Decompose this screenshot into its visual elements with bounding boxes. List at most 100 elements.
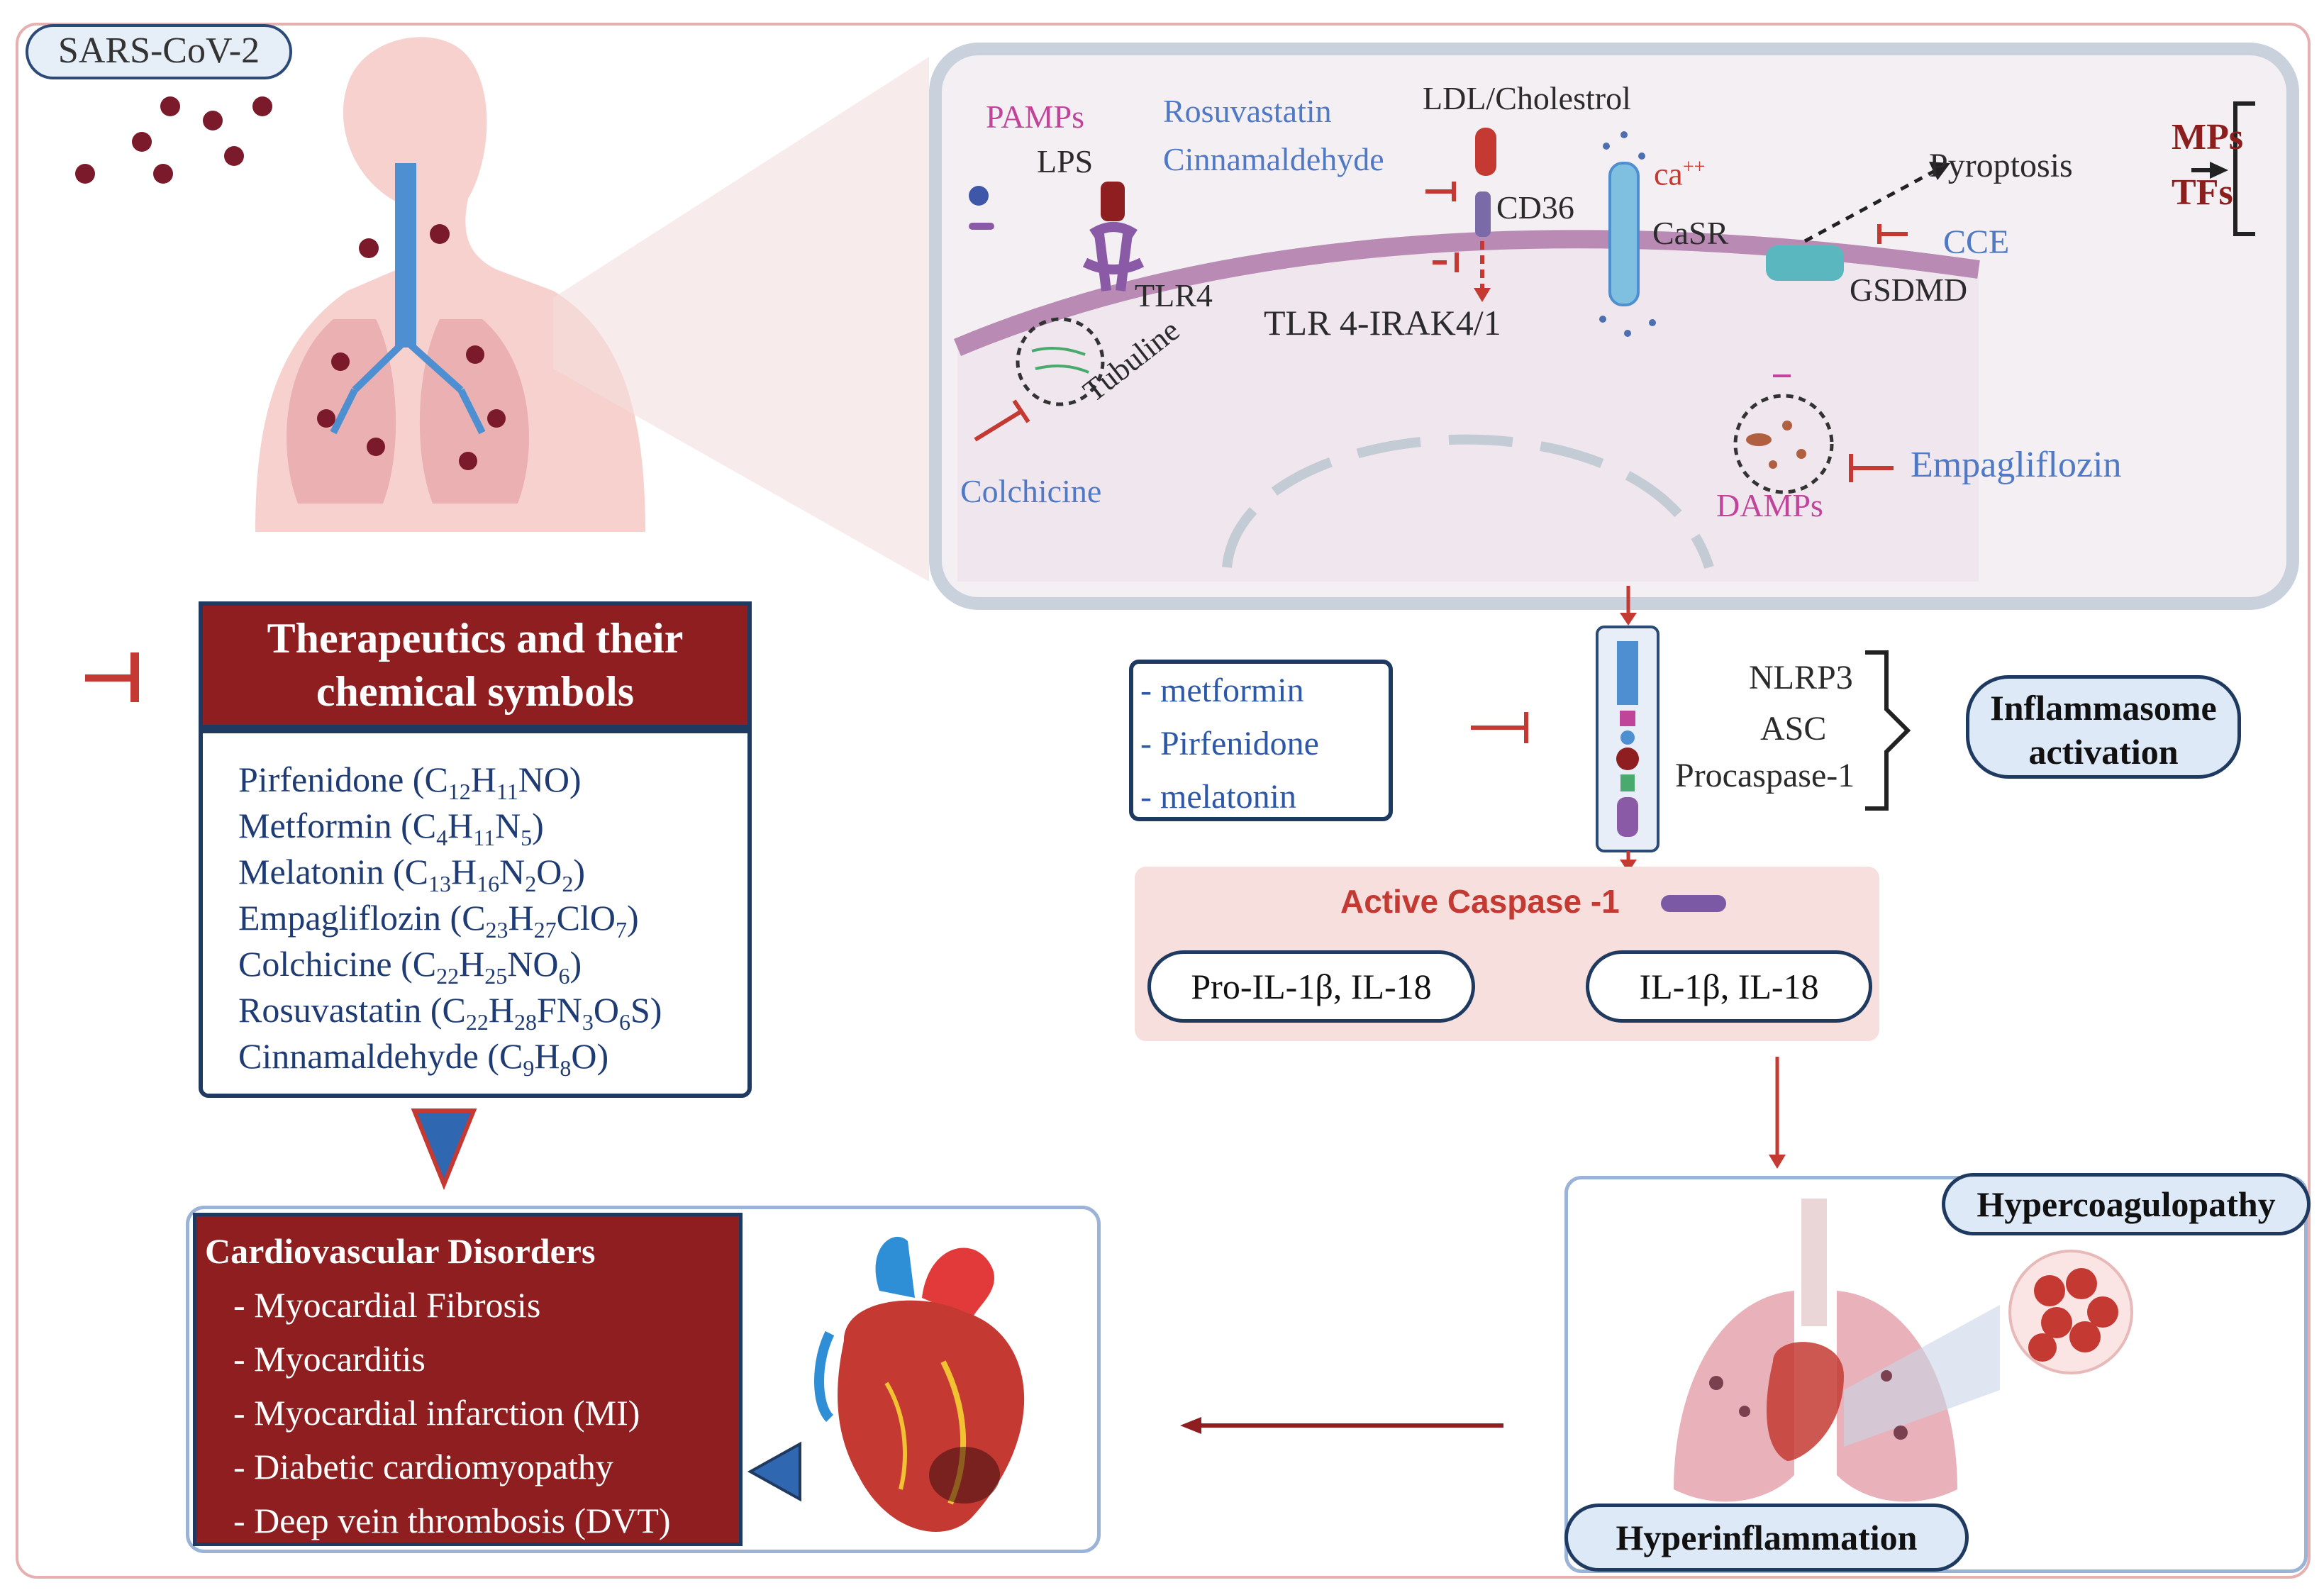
colchicine-inhibition-symbol: [974, 399, 1030, 442]
formula-text: H: [534, 1036, 560, 1076]
cvd-title: Cardiovascular Disorders: [205, 1231, 596, 1271]
tlr-inhibition-symbol: [1433, 252, 1459, 272]
pro-il-text: Pro-IL-1β, IL-18: [1191, 967, 1432, 1006]
bronchi: [330, 338, 486, 435]
zoom-wedge: [553, 57, 929, 582]
inflammasome-activation-pill: Inflammasome activation: [1966, 675, 2241, 779]
left-lung-2: [1674, 1291, 1794, 1502]
gsdmd-pore: [1766, 245, 1844, 281]
formula-subscript: 28: [513, 1009, 537, 1035]
formula-subscript: 9: [523, 1055, 535, 1081]
trachea-2: [1801, 1199, 1827, 1326]
therapeutics-title-line2: chemical symbols: [316, 668, 635, 715]
formula-text: H: [488, 990, 514, 1030]
formula-text: C: [412, 944, 437, 984]
cvd-list: - Myocardial Fibrosis - Myocarditis - My…: [233, 1284, 671, 1554]
cvd-item: - Diabetic cardiomyopathy: [233, 1447, 613, 1486]
formula-text: N: [495, 806, 521, 845]
cd36-inhibition-symbol: [1425, 182, 1456, 201]
formula-text: C: [412, 806, 437, 845]
hypercoagulopathy-pill: Hypercoagulopathy: [1942, 1173, 2311, 1235]
human-lungs-illustration: [75, 37, 645, 532]
pamp-virus-icon: [969, 186, 989, 206]
formula-subscript: 3: [582, 1009, 594, 1035]
formula-text: O): [571, 1036, 609, 1076]
cvd-item: - Myocardial Fibrosis: [233, 1285, 541, 1325]
cinnamaldehyde-label: Cinnamaldehyde: [1163, 141, 1384, 177]
formula-text: H: [447, 806, 474, 845]
casr-label: CaSR: [1652, 215, 1729, 251]
ldl-particle: [1475, 128, 1496, 176]
formula-text: C: [462, 898, 486, 938]
therapeutic-item: Colchicine (C22H25NO6): [238, 943, 662, 989]
tfs-label: TFs: [2172, 172, 2233, 213]
formula-subscript: 2: [562, 871, 574, 896]
formula-text: C: [404, 852, 429, 891]
asc-label: ASC: [1760, 710, 1827, 748]
pamps-label: PAMPs: [986, 99, 1084, 135]
mature-il-text: IL-1β, IL-18: [1639, 967, 1819, 1006]
formula-subscript: 6: [558, 963, 570, 989]
cvd-pointer-triangle: [747, 1441, 801, 1502]
formula-subscript: 11: [473, 825, 496, 850]
formula-subscript: 13: [428, 871, 452, 896]
formula-subscript: 2: [525, 871, 537, 896]
formula-text: H: [451, 852, 477, 891]
sars-cov-2-label: SARS-CoV-2: [26, 24, 292, 79]
calcium-text: ca: [1654, 155, 1683, 192]
therapeutic-item: Rosuvastatin (C22H28FN3O6S): [238, 989, 662, 1035]
formula-text: O: [536, 852, 562, 891]
nucleus: [1222, 434, 1714, 569]
formula-subscript: 22: [436, 963, 460, 989]
damps-label: DAMPs: [1716, 487, 1823, 523]
inflammasome-inhibitor-list: - metformin - Pirfenidone - melatonin: [1129, 660, 1393, 821]
cd36-receptor: [1475, 191, 1491, 237]
calcium-ions: [1599, 131, 1656, 337]
formula-text: C: [499, 1036, 523, 1076]
inflammasome-activation-line2: activation: [2028, 732, 2179, 772]
therapeutic-item: Empagliflozin (C23H27ClO7): [238, 897, 662, 943]
cytoplasm: [957, 239, 1979, 582]
formula-subscript: 11: [496, 779, 518, 804]
formula-text: H: [459, 944, 485, 984]
formula-subscript: 4: [436, 825, 448, 850]
cd36-label: CD36: [1496, 189, 1574, 226]
therapeutic-name: Pirfenidone (: [238, 760, 425, 799]
procaspase-1-label: Procaspase-1: [1675, 757, 1855, 794]
therapeutics-list-box: Pirfenidone (C12H11NO)Metformin (C4H11N5…: [199, 729, 752, 1098]
sars-cov-2-text: SARS-CoV-2: [57, 30, 260, 71]
formula-subscript: 25: [484, 963, 508, 989]
formula-subscript: 8: [560, 1055, 572, 1081]
ldl-label: LDL/Cholestrol: [1423, 80, 1631, 116]
therapeutic-name: Rosuvastatin (: [238, 990, 443, 1030]
formula-text: ClO: [556, 898, 616, 938]
therapeutics-inhibition-icon: [85, 652, 139, 702]
formula-subscript: 22: [465, 1009, 489, 1035]
lung-lesions: [1709, 1370, 1908, 1440]
tlr4-label: TLR4: [1135, 277, 1213, 313]
cce-label: CCE: [1943, 223, 2010, 261]
therapeutic-name: Colchicine (: [238, 944, 413, 984]
formula-text: C: [424, 760, 448, 799]
formula-text: ): [569, 944, 582, 984]
tubuline-vesicle: [1016, 317, 1105, 406]
nlrp3-label: NLRP3: [1749, 659, 1853, 696]
tubuline-strands: [1031, 347, 1089, 374]
calcium-charge: ++: [1682, 156, 1706, 178]
therapeutic-name: Melatonin (: [238, 852, 405, 891]
mps-arrowhead: [2210, 162, 2228, 179]
calcium-label: ca++: [1654, 157, 1705, 190]
therapeutic-item: Melatonin (C13H16N2O2): [238, 851, 662, 897]
formula-text: N: [499, 852, 526, 891]
pathway-arrows: [1471, 586, 1911, 1169]
coronary-artery-branch: [884, 1382, 907, 1490]
empagliflozin-label: Empagliflozin: [1911, 445, 2122, 485]
inflamed-lungs-illustration: [1674, 1199, 2133, 1502]
formula-subscript: 6: [618, 1009, 630, 1035]
formula-text: C: [442, 990, 466, 1030]
inflammasome-activation-line1: Inflammasome: [1990, 688, 2217, 728]
infarct-area: [929, 1447, 1000, 1504]
gsdmd-label: GSDMD: [1850, 272, 1968, 308]
cvd-item: - Myocarditis: [233, 1339, 426, 1379]
formula-text: NO: [507, 944, 559, 984]
